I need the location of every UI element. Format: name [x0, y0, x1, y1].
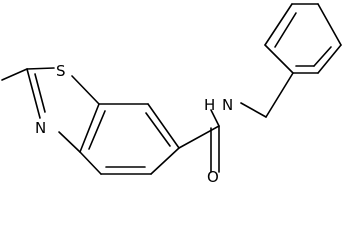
structure-canvas: S N H N O [1, 3, 342, 185]
bond-c3a-c7a-double [88, 110, 106, 150]
atom-label-amide-nitrogen: N [222, 96, 233, 114]
bond-carbonyl-n [210, 109, 220, 127]
bond-n-ch2 [240, 102, 267, 118]
bond-methyl [1, 68, 28, 81]
bond-c2-s [26, 67, 55, 70]
bond-c3a-c7a [79, 103, 100, 153]
bond-c2-n3-double [34, 73, 46, 113]
bond-c6-c5 [150, 147, 180, 175]
bond-ph-4 [317, 3, 342, 46]
bond-c2-n3 [26, 68, 41, 119]
atom-label-sulfur: S [56, 62, 66, 80]
bond-ph-5 [317, 44, 342, 74]
bond-c4-c3a [79, 151, 102, 175]
atom-label-thiazole-nitrogen: N [35, 119, 46, 137]
bond-ch2-ipso [265, 72, 294, 118]
atom-label-amide-hydrogen: H [204, 96, 215, 114]
bond-c7-c6-double [145, 112, 171, 147]
atom-label-carbonyl-oxygen: O [207, 168, 219, 185]
bond-s-c7a [71, 75, 100, 105]
bond-ph-double-2 [313, 46, 332, 67]
bond-c7-c6 [147, 103, 180, 149]
bond-c6-carbonyl [178, 125, 220, 149]
bond-ph-double-1 [274, 12, 297, 48]
molecule-diagram: S N H N O [1, 3, 342, 185]
bond-ph-1 [264, 44, 294, 74]
bond-n3-c3a [58, 131, 81, 153]
bond-ph-2 [264, 3, 293, 46]
